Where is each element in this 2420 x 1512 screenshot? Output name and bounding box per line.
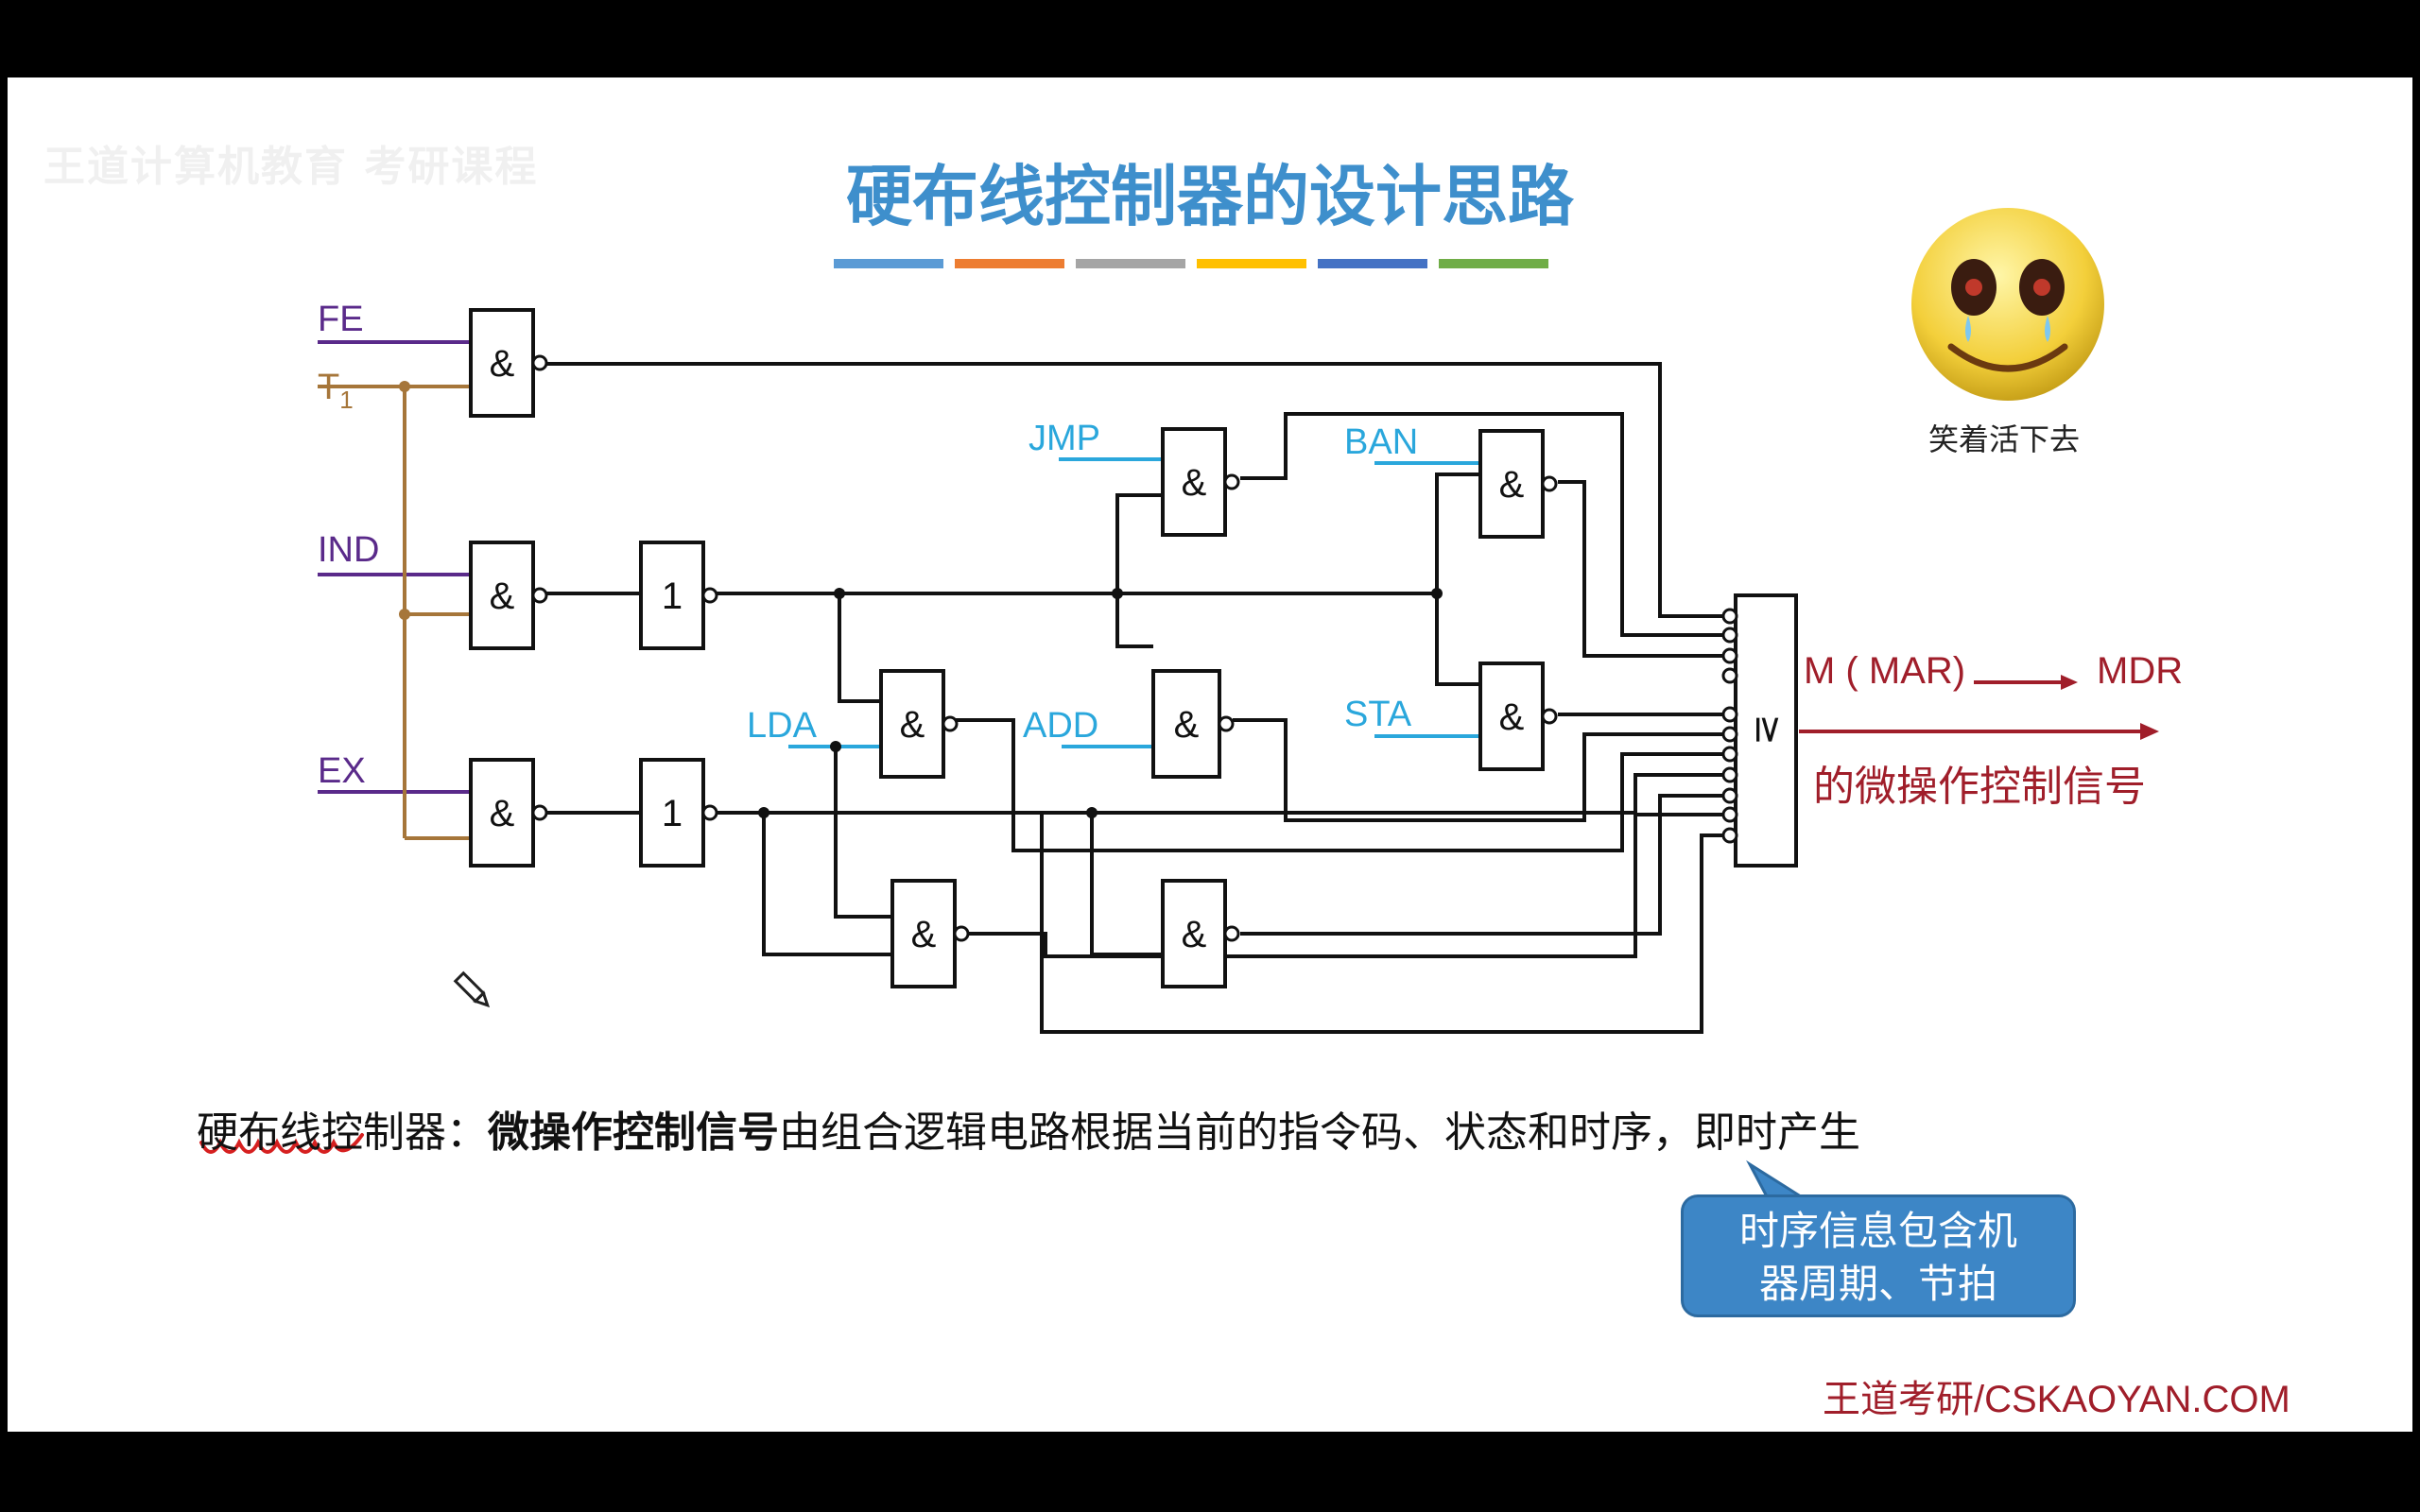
inversion-bubble	[942, 715, 959, 732]
gate-symbol: &	[1182, 914, 1207, 955]
footer-brand: 王道考研/CSKAOYAN.COM	[1823, 1379, 2290, 1420]
emoji-caption: 笑着活下去	[1928, 421, 2081, 457]
crying-smile-emoji-icon	[1911, 208, 2104, 401]
gate-symbol: &	[490, 343, 515, 385]
inversion-bubble	[1218, 715, 1235, 732]
title-bar-segment	[1197, 259, 1306, 268]
gate-lda-ex-and: &	[890, 879, 970, 988]
gate-symbol: &	[911, 914, 937, 955]
or-input-bubble	[1721, 667, 1738, 684]
logic-wires	[544, 362, 1728, 1034]
gate-add-ex-and: &	[1161, 879, 1240, 988]
gates: & & & 1 1 & & & & & & & ≥	[469, 308, 1798, 988]
label-add: ADD	[1023, 706, 1098, 746]
or-gate-inverted-inputs	[1721, 608, 1738, 844]
gate-ban-and: &	[1478, 429, 1558, 539]
callout-line-1: 时序信息包含机	[1738, 1208, 2017, 1254]
label-sta: STA	[1344, 695, 1412, 734]
gate-lda-and: &	[879, 669, 959, 779]
gate-symbol: &	[490, 576, 515, 617]
gate-symbol: &	[1182, 462, 1207, 504]
slide: 王道计算机教育 考研课程 硬布线控制器的设计思路	[8, 77, 2412, 1432]
label-ind: IND	[318, 530, 379, 570]
description-rest: 由组合逻辑电路根据当前的指令码、状态和时序，即时产生	[779, 1108, 1860, 1157]
watermark: 王道计算机教育 考研课程	[43, 143, 539, 191]
or-input-bubble	[1721, 766, 1738, 783]
logic-diagram: & & & 1 1 & & & & & & & ≥ FE T1 IND EX JMP BAN LDA A…	[199, 208, 2159, 1200]
pencil-cursor-icon	[453, 971, 491, 1008]
diagram-labels: FE T1 IND EX JMP BAN LDA ADD STA	[318, 300, 1418, 791]
gate-symbol: &	[1499, 464, 1525, 506]
label-t1: T1	[318, 368, 354, 414]
gate-jmp-and: &	[1161, 427, 1240, 537]
or-input-bubble	[1721, 706, 1738, 723]
inversion-bubble	[1223, 473, 1240, 490]
title-bar-segment	[834, 259, 943, 268]
output-arrow	[1799, 675, 2159, 740]
inversion-bubble	[531, 804, 548, 821]
state-signal-wires	[318, 340, 471, 794]
inversion-bubble	[531, 587, 548, 604]
gate-symbol: &	[490, 793, 515, 834]
gate-symbol: &	[1174, 704, 1200, 746]
page-title: 硬布线控制器的设计思路	[846, 158, 1574, 235]
gate-symbol: &	[1499, 696, 1525, 738]
label-ban: BAN	[1344, 422, 1418, 462]
title-bar-segment	[955, 259, 1064, 268]
inversion-bubble	[953, 925, 970, 942]
output-label-target: MDR	[2097, 650, 2184, 692]
output-label-source: M ( MAR)	[1804, 650, 1966, 692]
label-jmp: JMP	[1028, 419, 1100, 458]
gate-add-and: &	[1151, 669, 1235, 779]
label-lda: LDA	[747, 706, 818, 746]
gate-symbol: 1	[662, 793, 683, 834]
callout-tail	[1746, 1160, 1809, 1200]
gate-fe-and: &	[469, 308, 548, 418]
or-input-bubble	[1721, 806, 1738, 823]
or-input-bubble	[1721, 608, 1738, 625]
or-input-bubble	[1721, 787, 1738, 804]
output-label-description: 的微操作控制信号	[1813, 763, 2146, 811]
description-lead: 硬布线控制器：	[197, 1108, 488, 1157]
gate-ind-not: 1	[639, 541, 718, 650]
logic-junctions	[758, 588, 1443, 818]
or-input-bubble	[1721, 627, 1738, 644]
inversion-bubble	[1541, 708, 1558, 725]
or-input-bubble	[1721, 746, 1738, 763]
gate-symbol: &	[900, 704, 925, 746]
or-input-bubble	[1721, 647, 1738, 664]
handwritten-underline	[199, 1133, 364, 1154]
or-input-bubble	[1721, 827, 1738, 844]
description-bold: 微操作控制信号	[488, 1108, 779, 1157]
title-bar-segment	[1076, 259, 1185, 268]
gate-output-or: ≥	[1734, 593, 1798, 868]
label-fe: FE	[318, 300, 364, 339]
gate-sta-and: &	[1478, 662, 1558, 771]
inversion-bubble	[531, 354, 548, 371]
gate-ind-and: &	[469, 541, 548, 650]
gate-symbol: 1	[662, 576, 683, 617]
description-text: 硬布线控制器：微操作控制信号由组合逻辑电路根据当前的指令码、状态和时序，即时产生	[197, 1098, 1860, 1159]
inversion-bubble	[701, 587, 718, 604]
title-bar-segment	[1439, 259, 1548, 268]
gate-ex-not: 1	[639, 758, 718, 868]
label-ex: EX	[318, 751, 366, 791]
or-input-bubble	[1721, 726, 1738, 743]
timing-callout: 时序信息包含机 器周期、节拍	[1681, 1194, 2076, 1317]
inversion-bubble	[1223, 925, 1240, 942]
title-bar-segment	[1318, 259, 1427, 268]
timing-junctions	[399, 381, 410, 620]
inversion-bubble	[1541, 475, 1558, 492]
title-color-bar	[834, 259, 1548, 268]
inversion-bubble	[701, 804, 718, 821]
callout-line-2: 器周期、节拍	[1758, 1261, 1997, 1307]
gate-ex-and: &	[469, 758, 548, 868]
gate-symbol: ≥	[1747, 713, 1790, 746]
